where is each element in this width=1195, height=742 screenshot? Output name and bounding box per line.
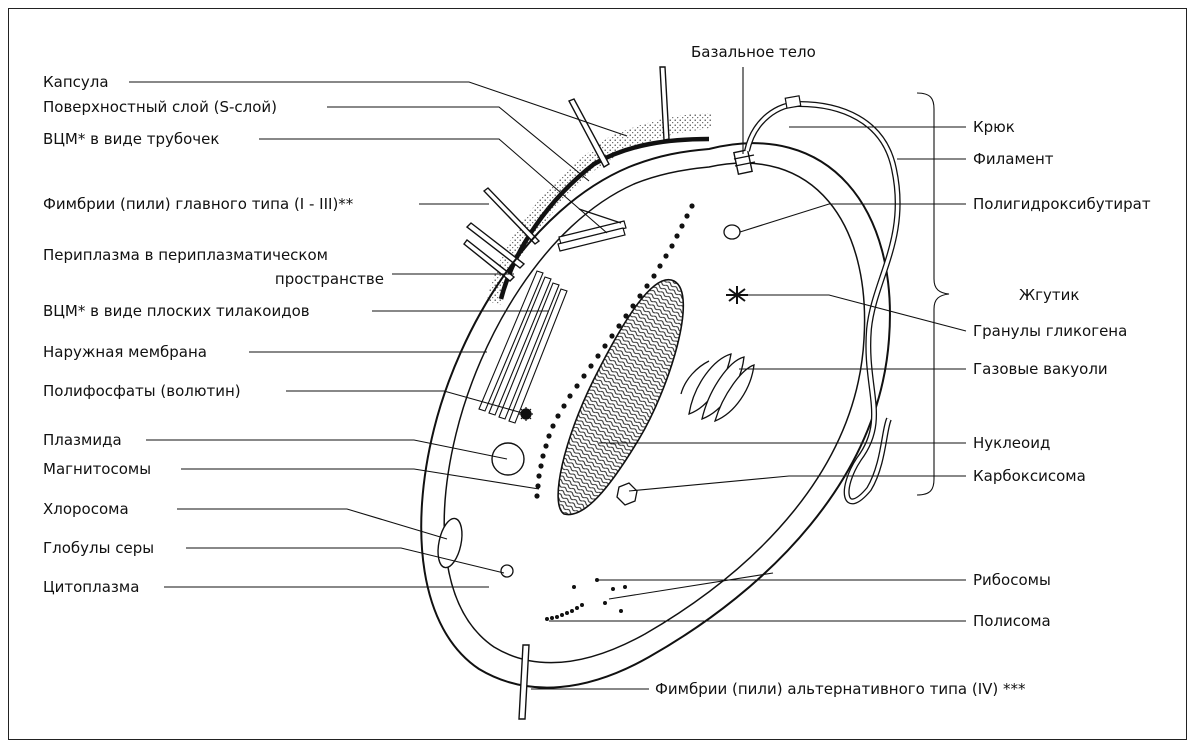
labels-left: Капсула Поверхностный слой (S-слой) ВЦМ*… bbox=[43, 73, 384, 596]
polysome bbox=[545, 603, 584, 621]
label-fimbriae-alt: Фимбрии (пили) альтернативного типа (IV)… bbox=[655, 680, 1026, 698]
label-gas-vacuoles: Газовые вакуоли bbox=[973, 360, 1108, 378]
label-cytoplasm: Цитоплазма bbox=[43, 578, 139, 596]
label-plasmid: Плазмида bbox=[43, 431, 122, 449]
label-phb: Полигидроксибутират bbox=[973, 195, 1151, 213]
outer-membrane bbox=[421, 143, 890, 687]
carboxysome bbox=[617, 483, 637, 505]
flagellum-hook bbox=[785, 96, 801, 108]
chlorosome bbox=[434, 516, 466, 569]
fimbria-alt-rod bbox=[519, 645, 529, 719]
leader-lines-left bbox=[129, 82, 627, 587]
label-flagellum: Жгутик bbox=[1019, 286, 1079, 304]
label-magnetosomes: Магнитосомы bbox=[43, 460, 151, 478]
label-fimbriae-main: Фимбрии (пили) главного типа (I - III)** bbox=[43, 195, 354, 213]
label-nucleoid: Нуклеоид bbox=[973, 434, 1050, 452]
label-polysome: Полисома bbox=[973, 612, 1051, 630]
gas-vacuoles bbox=[681, 354, 754, 421]
phb-granule bbox=[724, 225, 740, 239]
label-periplasm-line1: Периплазма в периплазматическом bbox=[43, 246, 328, 264]
label-icm-tubes: ВЦМ* в виде трубочек bbox=[43, 130, 219, 148]
label-basal-body: Базальное тело bbox=[691, 43, 816, 61]
diagram-frame: Капсула Поверхностный слой (S-слой) ВЦМ*… bbox=[8, 8, 1187, 740]
flagellum-bracket bbox=[917, 93, 949, 495]
glycogen-granule bbox=[726, 286, 748, 304]
basal-body bbox=[734, 150, 755, 174]
label-icm-thylakoids: ВЦМ* в виде плоских тилакоидов bbox=[43, 302, 310, 320]
label-glycogen: Гранулы гликогена bbox=[973, 322, 1127, 340]
label-polyphosphates: Полифосфаты (волютин) bbox=[43, 382, 241, 400]
label-carboxysome: Карбоксисома bbox=[973, 467, 1086, 485]
plasmid bbox=[492, 443, 524, 475]
flagellum-filament-core bbox=[747, 104, 898, 501]
sulfur-globule bbox=[501, 565, 513, 577]
label-sulfur-globules: Глобулы серы bbox=[43, 539, 154, 557]
ribosomes bbox=[572, 578, 627, 613]
label-hook: Крюк bbox=[973, 118, 1015, 136]
label-periplasm-line2: пространстве bbox=[275, 270, 384, 288]
label-filament: Филамент bbox=[973, 150, 1054, 168]
label-ribosomes: Рибосомы bbox=[973, 571, 1051, 589]
bacterial-cell-diagram: Капсула Поверхностный слой (S-слой) ВЦМ*… bbox=[9, 9, 1186, 739]
label-s-layer: Поверхностный слой (S-слой) bbox=[43, 98, 277, 116]
label-capsule: Капсула bbox=[43, 73, 109, 91]
label-chlorosome: Хлоросома bbox=[43, 500, 129, 518]
nucleoid bbox=[558, 280, 683, 515]
label-outer-membrane: Наружная мембрана bbox=[43, 343, 207, 361]
